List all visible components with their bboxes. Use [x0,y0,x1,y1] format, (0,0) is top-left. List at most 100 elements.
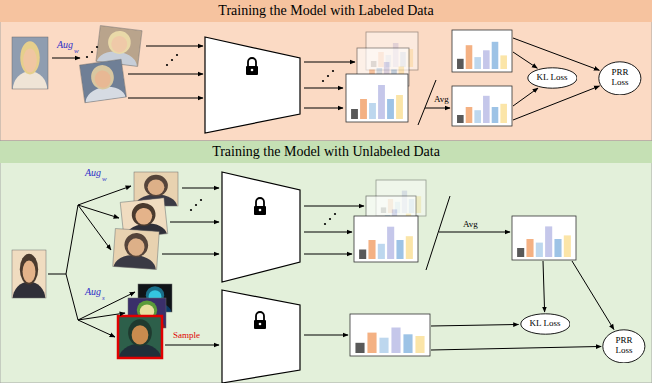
ellipsis-dot [166,64,168,66]
augmentation-label: Aug [84,168,102,178]
chart-bar [564,235,571,257]
panel-band [0,0,652,22]
branch-line [66,205,78,274]
lock-keyhole [259,323,262,326]
loss-node: KL Loss [527,67,578,89]
arrow-line [78,313,125,320]
chart-bar [500,104,507,123]
loss-arrow [543,261,545,312]
chart-bar [526,239,533,257]
lock-shackle [256,198,264,206]
augmentation-label: Aug [84,287,102,297]
augmentation-label: Aug [56,40,74,50]
chart-bar [396,240,403,259]
arrow-line [304,88,343,89]
panel-heading: Training the Model with Labeled Data [0,0,652,22]
arrow-line [146,46,203,47]
lock-keyhole [251,69,254,72]
chart-bar [387,227,394,259]
loss-arrow [431,324,519,326]
sample-label: Sample [172,331,201,340]
arrow-line [128,74,203,75]
chart-bar [517,248,524,257]
bar-chart [452,30,512,72]
chart-bar [378,85,385,119]
chart-bar [492,107,499,123]
lock-shackle [256,312,264,320]
photo-face [148,179,165,195]
chart-bar [536,243,543,257]
loss-label: PRR Loss [611,336,637,356]
bar-chart [346,74,408,122]
chart-bar [483,96,490,123]
photo-hair [144,175,168,197]
panel-ground [0,0,652,141]
loss-node: KL Loss [520,313,571,335]
loss-arrow [513,88,538,106]
chart-bar [406,236,413,259]
chart-frame [346,74,408,122]
bar-chart [350,314,430,356]
arrow-line [304,335,348,336]
loss-node: PRR Loss [602,329,646,364]
ellipsis-dot [195,204,197,206]
arrow-line [304,254,352,255]
bar-chart [512,216,576,260]
photo-hair [20,254,38,285]
bar-chart [452,86,512,126]
chart-bar [391,328,400,354]
chart-bar [545,226,552,257]
bar-chart [354,216,418,262]
lock-keyhole [259,209,262,212]
ellipsis-dot [329,218,331,220]
loss-node: PRR Loss [598,61,642,96]
loss-label: PRR Loss [607,68,633,88]
chart-bar [396,95,403,119]
photo-face [127,238,145,257]
loss-ellipse [520,314,569,334]
photo-border [113,229,160,270]
photo-hair [124,232,149,258]
arrow-line [78,205,119,218]
loss-arrow [431,346,601,350]
chart-bar [466,45,473,69]
photo-hair [20,41,39,74]
lock-shackle [248,58,256,66]
arrow-line [78,320,115,337]
loss-ellipse [603,329,645,362]
arrow-line [78,186,131,205]
photo [112,229,160,284]
arrow-line [78,205,111,250]
chart-bar [355,343,364,353]
arrow-line [52,58,80,59]
augmentation-subscript: w [101,176,108,183]
arrow-line [439,232,510,233]
photo-hair [131,202,157,227]
ellipsis-dot [171,59,173,61]
arrow-line [425,108,450,109]
chart-bar [554,239,561,257]
chart-frame [354,216,418,262]
loss-arrow [572,261,614,330]
ellipsis-dot [176,54,178,56]
average-label: Avg [433,95,450,104]
training-panel: Training the Model with Labeled Data KL L… [0,0,652,141]
photo [12,250,46,316]
chart-bar [369,103,376,119]
loss-label: KL Loss [537,73,568,83]
training-panel: Training the Model with Unlabeled DataKL… [0,141,652,383]
chart-bar [457,115,464,123]
model-trapezoid [222,172,300,282]
photo-face [94,69,112,89]
photo-border [118,316,162,358]
chart-frame [350,314,430,356]
loss-arrow [513,38,599,70]
ellipsis-dot [96,46,98,48]
arrow-line [165,345,219,346]
chart-bar [367,333,376,353]
ellipsis-dot [190,209,192,211]
panel-band [0,141,652,163]
lock-body [254,206,266,215]
loss-label: KL Loss [530,319,561,329]
